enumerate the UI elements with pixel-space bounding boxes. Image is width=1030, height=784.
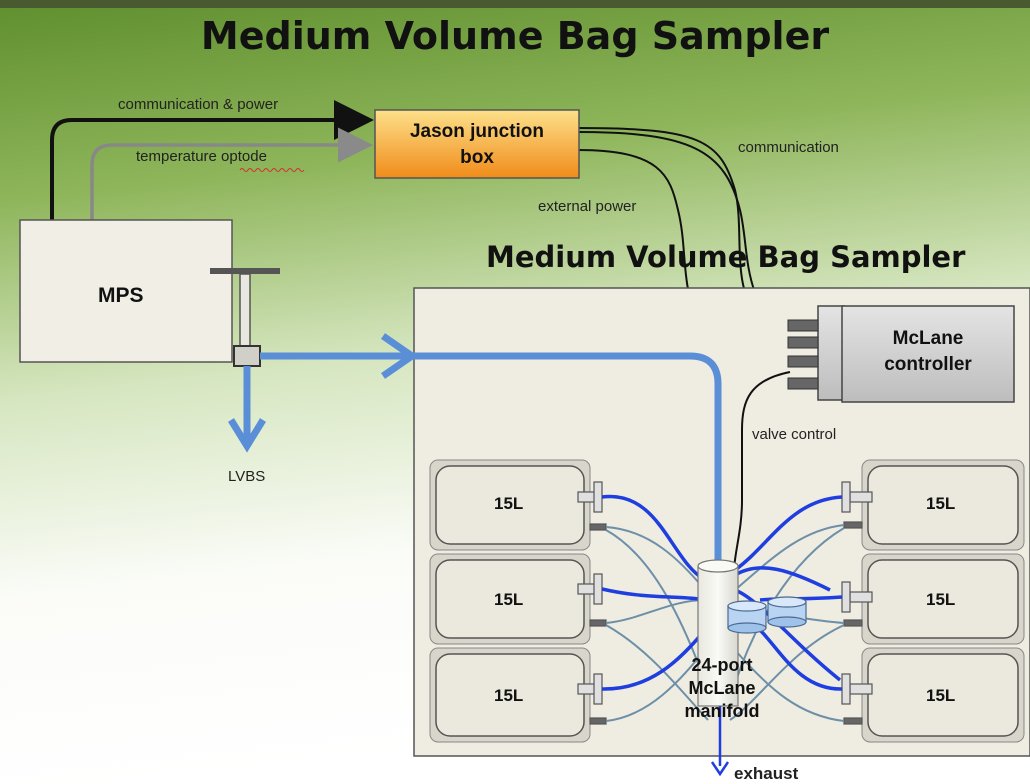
left-bags bbox=[429, 459, 591, 743]
exhaust-label: exhaust bbox=[734, 764, 799, 783]
bag-label-right-1: 15L bbox=[926, 494, 956, 513]
external-power-label: external power bbox=[538, 198, 637, 215]
controller-pin bbox=[787, 336, 819, 349]
bag-label-right-2: 15L bbox=[926, 590, 956, 609]
communication-label: communication bbox=[738, 139, 839, 156]
bag-label-left-1: 15L bbox=[494, 494, 524, 513]
lvbs-label: LVBS bbox=[228, 468, 266, 485]
temperature-optode-line bbox=[90, 127, 373, 220]
controller-label: McLane controller bbox=[842, 326, 1014, 378]
controller-pin bbox=[787, 377, 819, 390]
sampler-title: Medium Volume Bag Sampler bbox=[486, 240, 966, 274]
valve-body bbox=[233, 345, 261, 367]
controller-pin bbox=[787, 319, 819, 332]
manifold-line2: McLane bbox=[688, 678, 756, 698]
thick-tubing bbox=[601, 494, 843, 691]
valve-stem bbox=[239, 273, 251, 347]
junction-box-line2: box bbox=[460, 147, 494, 168]
controller-line1: McLane bbox=[892, 328, 964, 349]
controller-line2: controller bbox=[884, 354, 972, 375]
bag-label-left-2: 15L bbox=[494, 590, 524, 609]
junction-box bbox=[374, 109, 580, 179]
temperature-optode-label: temperature optode bbox=[136, 148, 267, 165]
right-bags bbox=[861, 459, 1025, 743]
communication-power-label: communication & power bbox=[118, 96, 279, 113]
communication-power-line bbox=[50, 100, 374, 220]
manifold-line1: 24-port bbox=[691, 655, 753, 675]
mps-box bbox=[19, 219, 233, 363]
valve-control-cable bbox=[733, 371, 791, 571]
exhaust-arrowhead bbox=[710, 761, 730, 777]
manifold-top bbox=[697, 559, 739, 573]
junction-box-label: Jason junction box bbox=[375, 119, 579, 171]
controller-box bbox=[841, 305, 1015, 403]
manifold-line3: manifold bbox=[684, 701, 760, 721]
valve-handle bbox=[210, 268, 280, 274]
canisters bbox=[727, 596, 807, 634]
main-flow-line bbox=[260, 352, 722, 570]
main-flow-arrowhead bbox=[381, 333, 419, 379]
spellcheck-underline bbox=[239, 168, 305, 172]
manifold-label: 24-port McLane manifold bbox=[672, 654, 772, 723]
lvbs-arrowhead bbox=[228, 418, 266, 453]
valve-control-label: valve control bbox=[752, 426, 837, 443]
controller-connector-strip bbox=[817, 305, 845, 401]
left-bag-valves bbox=[577, 481, 607, 725]
bag-label-right-3: 15L bbox=[926, 686, 956, 705]
junction-box-line1: Jason junction bbox=[409, 121, 545, 142]
top-strip bbox=[0, 0, 1030, 8]
controller-pin bbox=[787, 355, 819, 368]
main-title: Medium Volume Bag Sampler bbox=[200, 14, 830, 58]
bag-label-left-3: 15L bbox=[494, 686, 524, 705]
right-bag-valves bbox=[841, 481, 873, 725]
mps-label: MPS bbox=[98, 284, 144, 307]
